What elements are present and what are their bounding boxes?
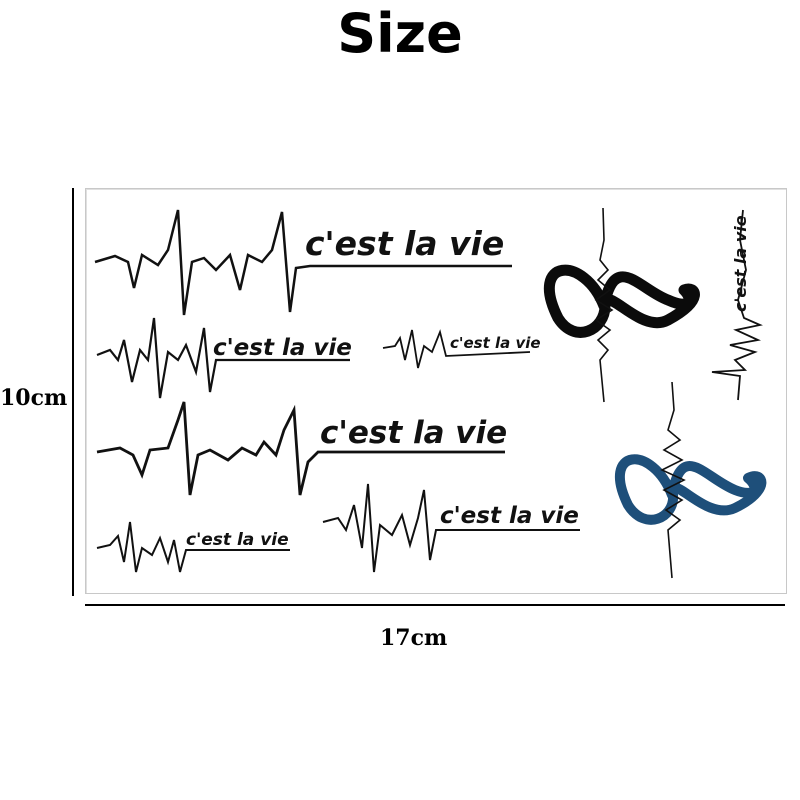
caption-4: c'est la vie <box>320 415 507 451</box>
caption-3: c'est la vie <box>450 334 541 352</box>
heart-infinity-black-icon <box>543 207 700 403</box>
tattoo-sheet <box>85 188 787 594</box>
heartbeat-line-2 <box>96 317 350 399</box>
caption-2: c'est la vie <box>213 335 352 361</box>
heartbeat-line-6 <box>322 483 580 573</box>
page-title: Size <box>337 2 463 65</box>
caption-6: c'est la vie <box>440 503 579 529</box>
height-label: 10cm <box>0 385 68 411</box>
caption-7: c'est la vie <box>731 215 750 312</box>
heartbeat-line-5 <box>96 521 290 573</box>
caption-1: c'est la vie <box>305 224 504 263</box>
heartbeat-line-1 <box>94 209 512 316</box>
heartbeat-line-3 <box>382 329 531 369</box>
width-label: 17cm <box>380 625 448 651</box>
width-dimension-line <box>85 604 785 606</box>
caption-5: c'est la vie <box>186 530 289 550</box>
heartbeat-line-4 <box>96 401 505 496</box>
heartbeat-line-vertical <box>711 209 763 401</box>
height-dimension-line <box>72 188 74 596</box>
heart-infinity-blue-icon <box>614 381 767 579</box>
